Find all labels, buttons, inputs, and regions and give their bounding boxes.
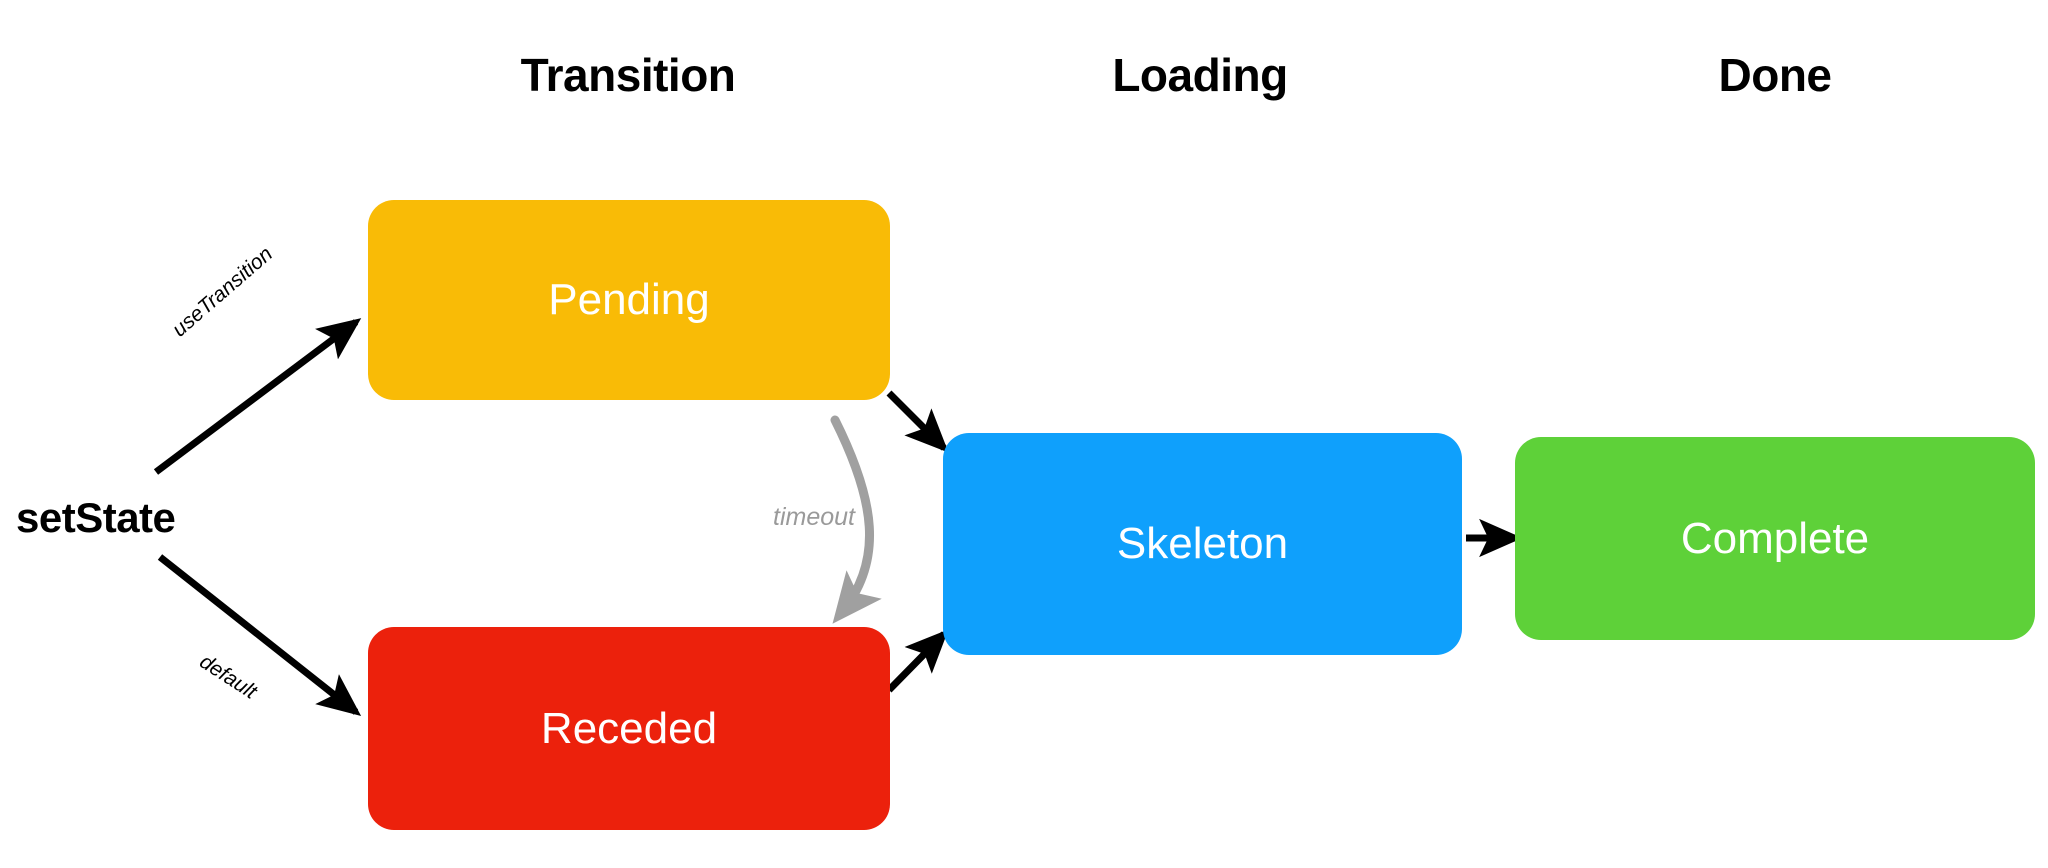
- node-complete[interactable]: Complete: [1515, 437, 2035, 640]
- edge-receded-to-skeleton: [886, 629, 949, 693]
- node-pending[interactable]: Pending: [368, 200, 890, 400]
- column-header-loading: Loading: [1112, 49, 1288, 101]
- node-receded[interactable]: Receded: [368, 627, 890, 830]
- node-pending-label: Pending: [548, 275, 710, 324]
- node-skeleton[interactable]: Skeleton: [943, 433, 1462, 655]
- column-header-transition: Transition: [520, 49, 736, 101]
- edge-label-usetransition: useTransition: [168, 242, 278, 342]
- edge-setstate-to-pending: [153, 318, 362, 475]
- edge-label-default: default: [195, 650, 261, 704]
- edge-pending-to-skeleton: [886, 390, 949, 453]
- edge-label-timeout: timeout: [773, 503, 855, 531]
- node-receded-label: Receded: [540, 703, 718, 753]
- column-header-done: Done: [1718, 49, 1833, 101]
- entry-point-setstate: setState: [16, 494, 176, 541]
- node-skeleton-label: Skeleton: [1116, 519, 1289, 568]
- node-complete-label: Complete: [1680, 513, 1870, 563]
